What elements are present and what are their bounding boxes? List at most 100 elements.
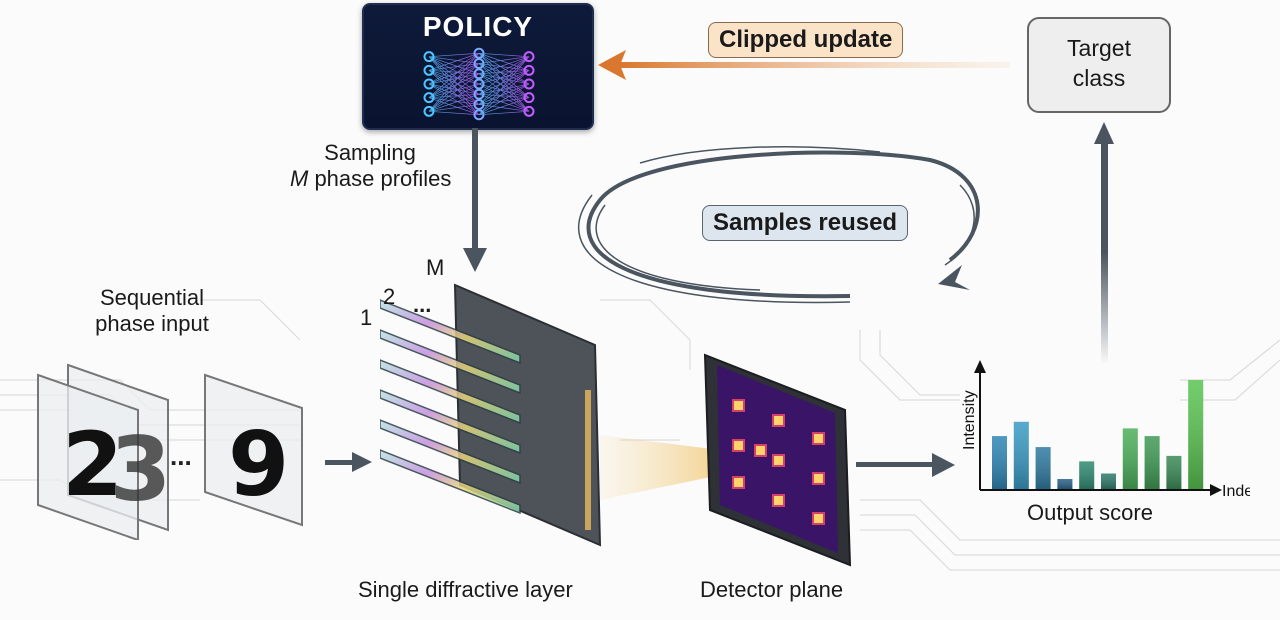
bar-shade bbox=[1122, 428, 1138, 490]
nn-connection bbox=[428, 83, 480, 105]
phase-plate bbox=[380, 359, 521, 425]
bar-shade bbox=[1101, 473, 1116, 490]
input-label: Sequential phase input bbox=[62, 285, 242, 338]
layer-index-1: 1 bbox=[360, 305, 373, 330]
nn-connection bbox=[428, 73, 480, 112]
nn-connection bbox=[478, 52, 530, 58]
nn-node bbox=[423, 105, 435, 117]
nn-connection bbox=[478, 104, 530, 112]
bar-shade bbox=[1144, 436, 1160, 490]
nn-connection bbox=[428, 53, 480, 112]
nn-connection bbox=[428, 110, 480, 116]
nn-connection bbox=[428, 56, 480, 75]
nn-connection bbox=[478, 69, 530, 75]
input-arrow-shaft bbox=[325, 460, 355, 465]
bar-shade bbox=[1035, 447, 1051, 490]
nn-connection bbox=[428, 63, 480, 112]
nn-connection bbox=[478, 83, 530, 99]
nn-connection bbox=[478, 63, 530, 71]
target-class-box: Target class bbox=[1027, 17, 1171, 113]
nn-node bbox=[523, 92, 535, 104]
nn-connection bbox=[478, 69, 530, 85]
bar-shade bbox=[1079, 461, 1095, 490]
nn-connection bbox=[478, 56, 530, 75]
samples-reused-loop bbox=[577, 146, 980, 304]
nn-connection bbox=[478, 56, 530, 95]
sampling-arrowhead bbox=[463, 248, 487, 272]
nn-connection bbox=[428, 97, 480, 105]
nn-connection bbox=[428, 52, 480, 71]
up-arrow-shaft bbox=[1101, 140, 1108, 365]
nn-connection bbox=[478, 97, 530, 116]
nn-node bbox=[473, 109, 485, 121]
nn-connection bbox=[478, 56, 530, 64]
detector-spot bbox=[732, 399, 745, 412]
output-arrow-shaft bbox=[856, 462, 936, 467]
nn-connection bbox=[428, 73, 480, 98]
sampling-line1: Sampling bbox=[324, 140, 416, 165]
nn-connection bbox=[478, 110, 530, 116]
y-axis-label: Intensity bbox=[961, 390, 978, 450]
nn-connection bbox=[478, 52, 530, 85]
nn-connection bbox=[428, 93, 480, 112]
light-beam bbox=[600, 435, 720, 500]
nn-connection bbox=[478, 63, 530, 85]
detector-spot bbox=[772, 414, 785, 427]
input-arrowhead bbox=[352, 452, 372, 472]
nn-connection bbox=[428, 73, 480, 85]
input-frames: 2 3 ... 9 bbox=[37, 363, 303, 540]
nn-node bbox=[423, 51, 435, 63]
phase-plate bbox=[380, 329, 521, 395]
layer-index-2: 2 bbox=[383, 284, 396, 309]
nn-connection bbox=[428, 69, 480, 75]
nn-connection bbox=[478, 70, 530, 95]
output-score-chart: Intensity Index bbox=[961, 360, 1250, 500]
nn-connection bbox=[478, 70, 530, 116]
nn-node bbox=[473, 58, 485, 69]
bar-shade bbox=[1013, 421, 1029, 490]
nn-connection bbox=[478, 73, 530, 85]
layer-label: Single diffractive layer bbox=[358, 577, 573, 602]
output-arrowhead bbox=[932, 453, 955, 477]
detector-label: Detector plane bbox=[700, 577, 844, 602]
target-line2: class bbox=[1072, 65, 1126, 91]
nn-connection bbox=[478, 83, 530, 116]
nn-node bbox=[523, 64, 535, 76]
clipped-update-arrowhead bbox=[598, 50, 626, 80]
nn-node bbox=[473, 78, 485, 90]
input-ellipsis: ... bbox=[170, 441, 192, 471]
input-frame-front bbox=[37, 373, 139, 540]
x-axis-label: Index bbox=[1222, 483, 1250, 500]
nn-node bbox=[523, 105, 535, 117]
clipped-update-arrow-shaft bbox=[620, 62, 1010, 68]
bar-shade bbox=[1057, 479, 1073, 490]
nn-connection bbox=[428, 93, 480, 99]
digit-2: 2 bbox=[62, 413, 123, 516]
nn-connection bbox=[428, 83, 480, 112]
sampling-var: M bbox=[290, 166, 309, 192]
neural-network-icon bbox=[423, 47, 535, 121]
nn-connection bbox=[478, 56, 530, 115]
nn-connection bbox=[478, 83, 530, 105]
nn-node bbox=[473, 99, 485, 110]
digit-9: 9 bbox=[228, 413, 289, 516]
bar-shade bbox=[1166, 455, 1182, 490]
nn-node bbox=[523, 51, 535, 63]
clipped-update-label: Clipped update bbox=[708, 22, 904, 58]
nn-connection bbox=[478, 56, 530, 85]
phase-plate bbox=[380, 299, 521, 365]
nn-node bbox=[473, 47, 485, 59]
connector-pins bbox=[585, 390, 591, 530]
nn-connection bbox=[428, 63, 480, 71]
digit-3: 3 bbox=[110, 418, 171, 521]
nn-connection bbox=[428, 63, 480, 85]
nn-connection bbox=[428, 83, 480, 116]
nn-connection bbox=[478, 70, 530, 105]
nn-connection bbox=[478, 52, 530, 71]
nn-node bbox=[473, 88, 485, 100]
detector-spot bbox=[772, 454, 785, 467]
policy-title: POLICY bbox=[422, 11, 534, 42]
target-line1: Target bbox=[1067, 35, 1131, 61]
detector-plane bbox=[703, 353, 852, 567]
detector-spot bbox=[772, 494, 785, 507]
